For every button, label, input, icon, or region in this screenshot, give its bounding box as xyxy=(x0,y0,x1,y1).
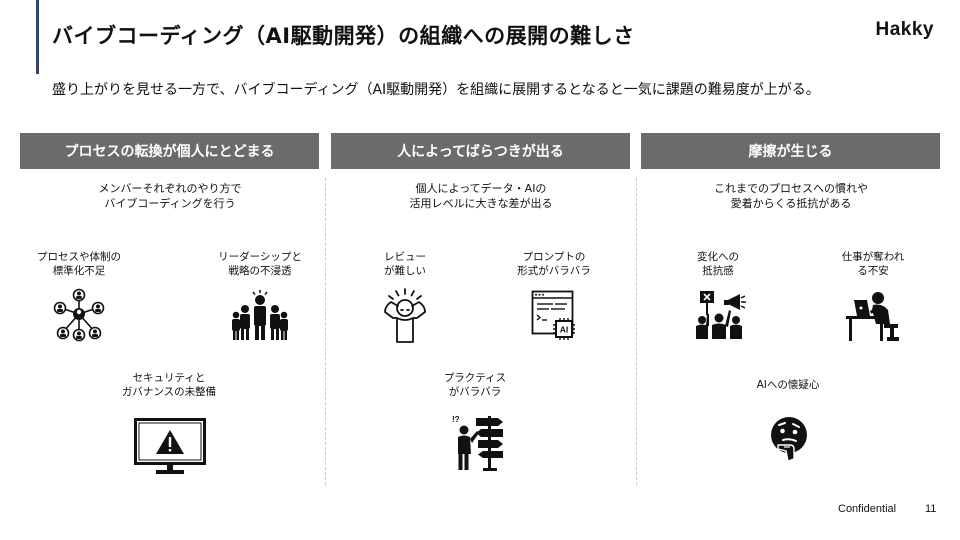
confidential-label: Confidential xyxy=(838,503,897,515)
item-label: 仕事が奪われ る不安 xyxy=(841,251,905,277)
item-label: レビュー が難しい xyxy=(384,251,426,277)
worried-worker-icon xyxy=(846,290,902,342)
ai-document-icon: AI xyxy=(531,290,579,342)
page-title: バイブコーディング（AI駆動開発）の組織への展開の難しさ xyxy=(52,24,635,48)
item-label: プロセスや体制の 標準化不足 xyxy=(37,251,121,277)
item-label: AIへの懐疑心 xyxy=(756,379,820,391)
item-label: セキュリティと ガバナンスの未整備 xyxy=(121,372,217,398)
monitor-warning-icon xyxy=(134,418,206,476)
hakky-logo: Hakky xyxy=(875,19,934,40)
column-divider xyxy=(636,178,637,485)
column-subtitle: メンバーそれぞれのやり方で バイブコーディングを行う xyxy=(98,182,242,210)
item-label: プロンプトの 形式がバラバラ xyxy=(517,251,591,277)
svg-text:!?: !? xyxy=(452,415,460,424)
stressed-person-icon xyxy=(379,288,431,344)
item-label: 変化への 抵抗感 xyxy=(697,251,739,277)
network-people-icon xyxy=(51,288,107,342)
leader-group-icon xyxy=(232,290,288,342)
column-subtitle: 個人によってデータ・AIの 活用レベルに大きな差が出る xyxy=(409,182,553,210)
signpost-confused-icon: !? xyxy=(450,410,504,472)
title-accent-bar xyxy=(36,0,39,74)
svg-text:AI: AI xyxy=(560,325,569,335)
item-label: プラクティス がバラバラ xyxy=(443,372,507,398)
lead-text: 盛り上がりを見せる一方で、バイブコーディング（AI駆動開発）を組織に展開するとな… xyxy=(52,82,820,98)
column-subtitle: これまでのプロセスへの慣れや 愛着からくる抵抗がある xyxy=(714,182,868,210)
thinking-face-icon xyxy=(770,413,810,465)
item-label: リーダーシップと 戦略の不浸透 xyxy=(218,251,302,277)
column-header-friction: 摩擦が生じる xyxy=(641,133,940,169)
protest-icon xyxy=(694,290,748,340)
column-divider xyxy=(325,178,326,485)
column-header-process: プロセスの転換が個人にとどまる xyxy=(20,133,319,169)
page-number: 11 xyxy=(925,503,937,515)
column-header-variance: 人によってばらつきが出る xyxy=(331,133,630,169)
